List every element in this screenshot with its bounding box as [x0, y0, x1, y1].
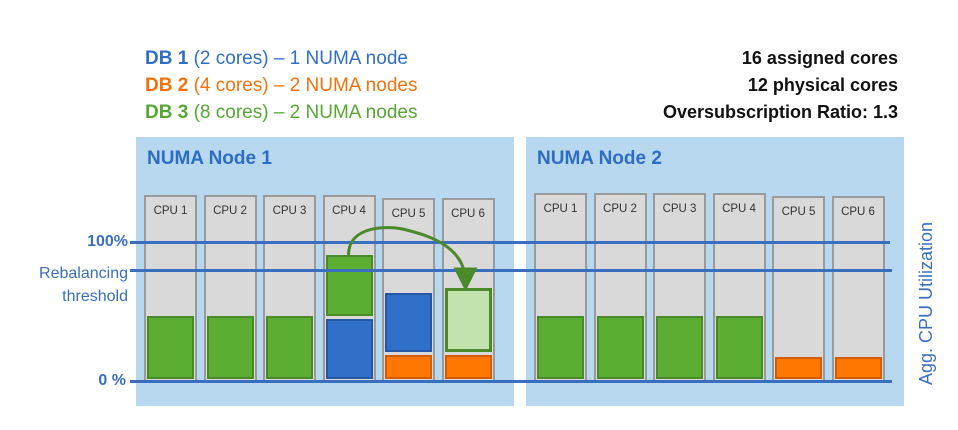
legend-db1-name: DB 1	[145, 48, 189, 69]
usage-bar-db3	[596, 316, 644, 379]
legend-db3-name: DB 3	[145, 102, 189, 123]
cpu-label: CPU 3	[272, 205, 307, 217]
usage-bar-db2	[444, 355, 492, 379]
cpu-label: CPU 2	[603, 203, 637, 215]
usage-bar-db3	[537, 316, 584, 379]
threshold-label-line1: Rebalancing	[39, 265, 128, 282]
usage-bar-db3	[656, 316, 703, 379]
cpu-label: CPU 1	[543, 203, 578, 215]
numa-node-title: NUMA Node 1	[147, 148, 272, 169]
legend-db1-desc: (2 cores) – 1 NUMA node	[188, 48, 408, 69]
usage-bar-db2	[834, 356, 882, 379]
usage-bar-db1	[385, 292, 432, 353]
cpu-label: CPU 5	[781, 206, 816, 218]
line-0-percent	[130, 380, 892, 383]
usage-bar-db3	[325, 255, 373, 317]
legend-db2-name: DB 2	[145, 75, 189, 96]
cpu-label: CPU 4	[332, 205, 366, 217]
cpu-label: CPU 6	[451, 208, 485, 220]
numa-node-title: NUMA Node 2	[537, 148, 662, 169]
line-100-percent	[130, 241, 890, 244]
cpu-label: CPU 5	[391, 208, 426, 220]
usage-bar-db3	[715, 316, 763, 379]
core-stats: 16 assigned cores 12 physical cores Over…	[663, 45, 898, 126]
physical-cores: 12 physical cores	[747, 75, 898, 95]
usage-bar-db3	[206, 316, 254, 379]
cpu-label: CPU 4	[722, 203, 756, 215]
cpu-5-node-2: CPU 5	[772, 196, 825, 382]
legend: DB 1 (2 cores) – 1 NUMA node DB 2 (4 cor…	[145, 45, 417, 126]
oversubscription-ratio: Oversubscription Ratio: 1.3	[662, 102, 898, 122]
usage-bar-db2	[775, 356, 822, 379]
legend-db3: DB 3 (8 cores) – 2 NUMA nodes	[145, 99, 417, 126]
y-axis-label: Agg. CPU Utilization	[916, 221, 936, 385]
line-rebalancing-threshold	[130, 268, 892, 272]
usage-bar-db2	[385, 355, 432, 379]
legend-db1: DB 1 (2 cores) – 1 NUMA node	[145, 45, 417, 72]
legend-db3-desc: (8 cores) – 2 NUMA nodes	[188, 102, 418, 123]
threshold-label-line2: threshold	[62, 288, 128, 305]
label-0-percent: 0 %	[98, 372, 126, 389]
usage-bar-db1	[325, 319, 373, 379]
label-100-percent: 100%	[87, 233, 128, 250]
legend-db2: DB 2 (4 cores) – 2 NUMA nodes	[145, 72, 417, 99]
assigned-cores: 16 assigned cores	[741, 48, 898, 68]
cpu-label: CPU 1	[153, 205, 188, 217]
usage-bar-db3	[147, 316, 194, 379]
cpu-6-node-2: CPU 6	[831, 196, 885, 382]
legend-db2-desc: (4 cores) – 2 NUMA nodes	[188, 75, 418, 96]
usage-bar-db3_moved	[444, 288, 492, 353]
cpu-label: CPU 6	[841, 206, 875, 218]
cpu-label: CPU 3	[662, 203, 697, 215]
label-rebalancing-threshold: Rebalancing threshold	[10, 262, 128, 308]
cpu-label: CPU 2	[213, 205, 247, 217]
usage-bar-db3	[266, 316, 313, 379]
